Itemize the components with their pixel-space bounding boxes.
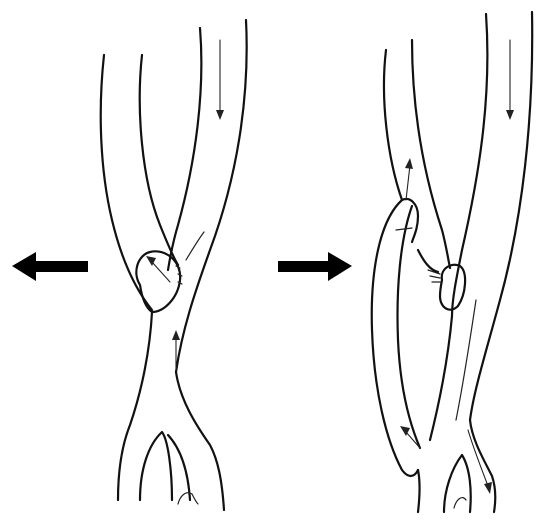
left-panel-trunk-right-wall xyxy=(176,372,224,510)
right-panel-connector xyxy=(418,250,438,272)
left-panel-branch-stroke xyxy=(186,232,204,260)
right-panel-flow-lower-icon xyxy=(484,482,492,494)
left-panel-trunk-left-wall xyxy=(118,312,152,500)
left-panel-flow-stump-line xyxy=(152,262,170,282)
left-panel-branch-inner-wall xyxy=(140,55,178,265)
left-panel-flow-down-icon xyxy=(216,110,224,120)
right-panel-flow-up-line xyxy=(406,165,410,200)
right-panel-lower-detail xyxy=(454,498,466,508)
right-panel-graft-inner xyxy=(398,206,420,448)
right-panel-trunk-right-wall xyxy=(470,420,495,512)
right-panel-flow-up-icon xyxy=(405,158,413,169)
left-panel-stump xyxy=(136,251,180,312)
right-panel-main-vessel-left-wall xyxy=(452,14,487,316)
right-panel-branch-right-wall xyxy=(412,40,450,268)
right-arrow-icon xyxy=(278,252,352,281)
right-panel-flow-lower-line xyxy=(468,430,488,486)
left-panel xyxy=(101,20,247,510)
left-panel-branch-outer-wall xyxy=(101,55,152,310)
right-panel-trunk-left-wall xyxy=(418,470,420,512)
left-panel-lower-split-left xyxy=(140,432,172,500)
right-panel xyxy=(372,12,532,512)
right-panel-lower-split xyxy=(444,455,471,512)
left-panel-main-vessel-right-wall xyxy=(176,20,247,372)
right-panel-graft-stitch xyxy=(396,228,412,230)
right-panel-branch-left-wall xyxy=(384,50,402,200)
right-panel-flow-down-icon xyxy=(506,110,514,120)
left-panel-main-vessel-left-wall xyxy=(168,28,201,270)
right-panel-trunk-inner xyxy=(430,316,452,440)
right-panel-main-vessel-right-wall xyxy=(470,12,532,420)
left-panel-lower-detail xyxy=(178,493,198,504)
left-panel-flow-up-icon xyxy=(172,330,180,340)
left-arrow-icon xyxy=(12,252,88,281)
